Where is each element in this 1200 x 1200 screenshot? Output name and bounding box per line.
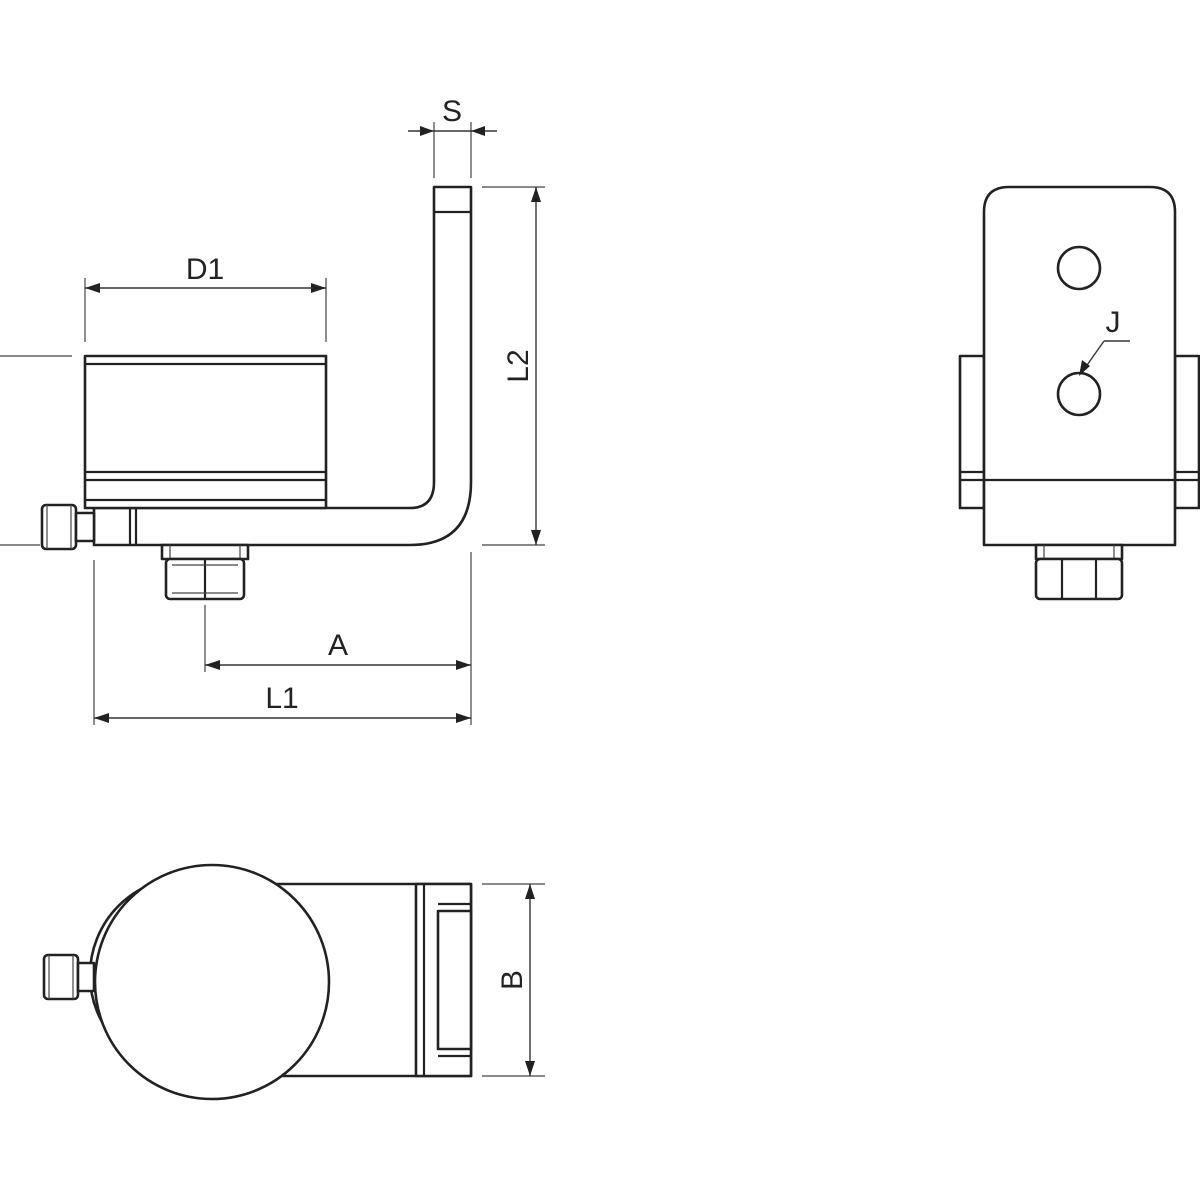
threaded-stud bbox=[160, 543, 250, 561]
hole-bottom bbox=[1056, 371, 1102, 417]
left-lug bbox=[958, 354, 986, 510]
label-a: A bbox=[328, 629, 348, 662]
label-b: B bbox=[496, 970, 529, 990]
front-hex-nut bbox=[1034, 557, 1124, 601]
dimension-l1: L1 bbox=[94, 682, 471, 723]
label-j: J bbox=[1106, 306, 1121, 339]
top-view: B bbox=[42, 863, 545, 1101]
front-threaded-stud bbox=[1034, 543, 1124, 561]
dimension-d1: D1 bbox=[85, 253, 326, 293]
label-l1: L1 bbox=[265, 682, 298, 715]
dimension-b: B bbox=[496, 884, 535, 1076]
dimension-s: S bbox=[408, 95, 497, 136]
bracket-plate bbox=[982, 185, 1177, 547]
top-cylinder bbox=[93, 863, 331, 1101]
dimension-a: A bbox=[205, 629, 471, 670]
label-d1: D1 bbox=[186, 253, 224, 286]
hole-top bbox=[1056, 245, 1102, 291]
dimension-l2: L2 bbox=[502, 187, 541, 545]
label-l2: L2 bbox=[502, 349, 535, 382]
leader-j: J bbox=[1079, 306, 1130, 376]
side-view: S D1 L2 A L1 bbox=[0, 95, 545, 725]
label-s: S bbox=[442, 95, 462, 128]
front-view: J bbox=[958, 185, 1200, 601]
right-lug bbox=[1173, 354, 1200, 510]
cylinder-body bbox=[83, 354, 328, 510]
